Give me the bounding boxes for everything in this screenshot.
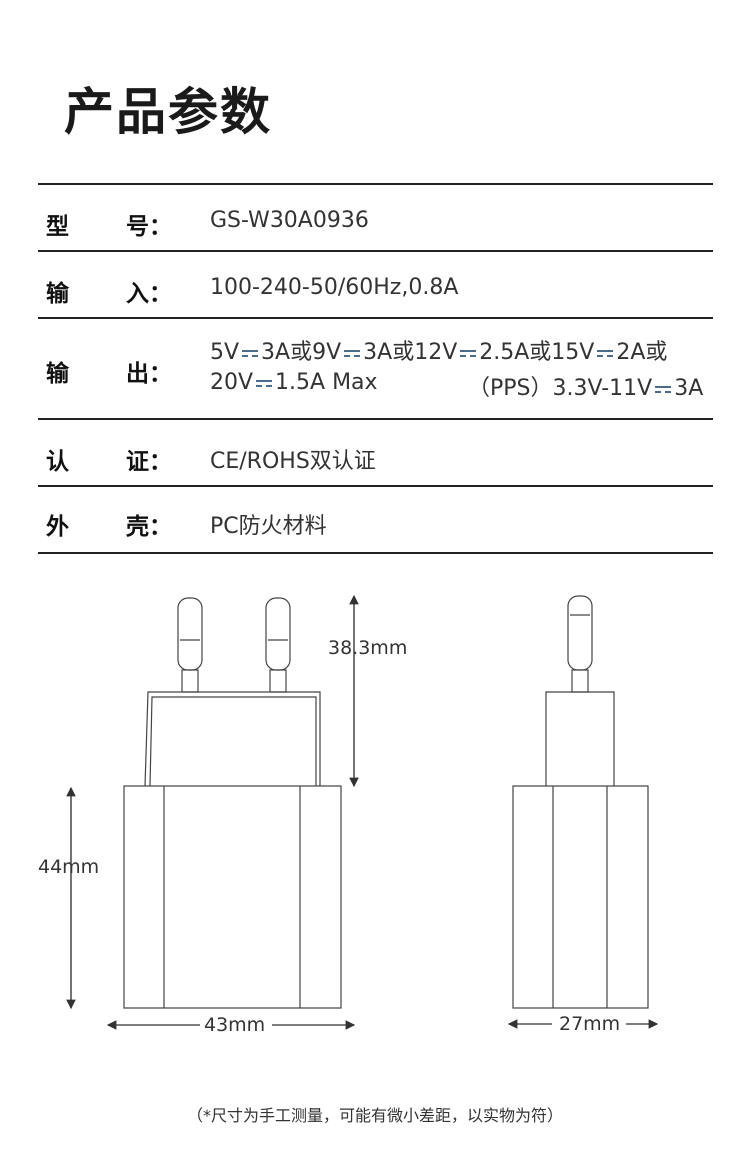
spec-value-output-line1: 5V 3A或9V 3A或12V 2.5A或15V 2A或 [210,334,667,366]
spec-value-output-line2a: 20V 1.5A Max [210,370,378,395]
output-seg: 3A [674,376,704,401]
spec-label-char1: 输 [46,281,69,307]
front-body [123,785,342,1009]
front-pin-left [177,597,203,693]
spec-row-model: 型 号： GS-W30A0936 [38,183,713,250]
output-seg: 2A或 [616,340,668,365]
output-seg: （PPS）3.3V-11V [468,376,653,401]
spec-label-char1: 输 [46,361,69,387]
side-plug-head [545,691,615,786]
footnote: （*尺寸为手工测量，可能有微小差距，以实物为符） [186,1106,563,1125]
spec-table: 型 号： GS-W30A0936 输 入： 100-240-50/60Hz,0.… [38,183,713,554]
side-body [512,785,649,1009]
dc-symbol-icon [344,348,361,358]
spec-value-model: GS-W30A0936 [210,208,369,233]
dim-label-depth: 27mm [559,1013,621,1035]
spec-row-input: 输 入： 100-240-50/60Hz,0.8A [38,250,713,317]
spec-label-char2: 入： [126,281,172,307]
spec-value-cert: CE/ROHS双认证 [210,449,376,474]
output-seg: 5V [210,340,240,365]
front-plug-head [144,691,321,787]
dc-symbol-icon [242,348,259,358]
dc-symbol-icon [655,384,672,394]
page-title: 产品参数 [64,83,272,141]
spec-row-cert: 认 证： CE/ROHS双认证 [38,418,713,485]
spec-row-output: 输 出： 5V 3A或9V 3A或12V 2.5A或15V 2A或 20V 1.5A Ma… [38,317,713,418]
spec-value-input: 100-240-50/60Hz,0.8A [210,275,459,300]
spec-row-shell: 外 壳： PC防火材料 [38,485,713,554]
output-seg: 3A或9V [261,340,342,365]
dim-label-plug-length: 38.3mm [328,637,408,659]
front-pin-right [265,597,291,693]
spec-value-output-line2b: （PPS）3.3V-11V 3A [468,370,703,402]
spec-label-char1: 认 [46,449,69,475]
side-pin [567,595,593,693]
dc-symbol-icon [256,378,273,388]
spec-label-char2: 壳： [126,514,172,540]
output-seg: 20V [210,370,254,395]
output-seg: 3A或12V [363,340,458,365]
spec-label-char2: 证： [126,449,172,475]
output-seg: 2.5A或15V [479,340,595,365]
spec-label-char2: 号： [126,214,172,240]
dim-label-height: 44mm [38,856,100,878]
output-seg: 1.5A Max [275,370,378,395]
spec-label-char1: 型 [46,214,69,240]
spec-label-char1: 外 [46,514,69,540]
dc-symbol-icon [460,348,477,358]
spec-label-char2: 出： [126,361,172,387]
spec-value-shell: PC防火材料 [210,514,327,539]
dim-label-width: 43mm [204,1014,266,1036]
dc-symbol-icon [597,348,614,358]
